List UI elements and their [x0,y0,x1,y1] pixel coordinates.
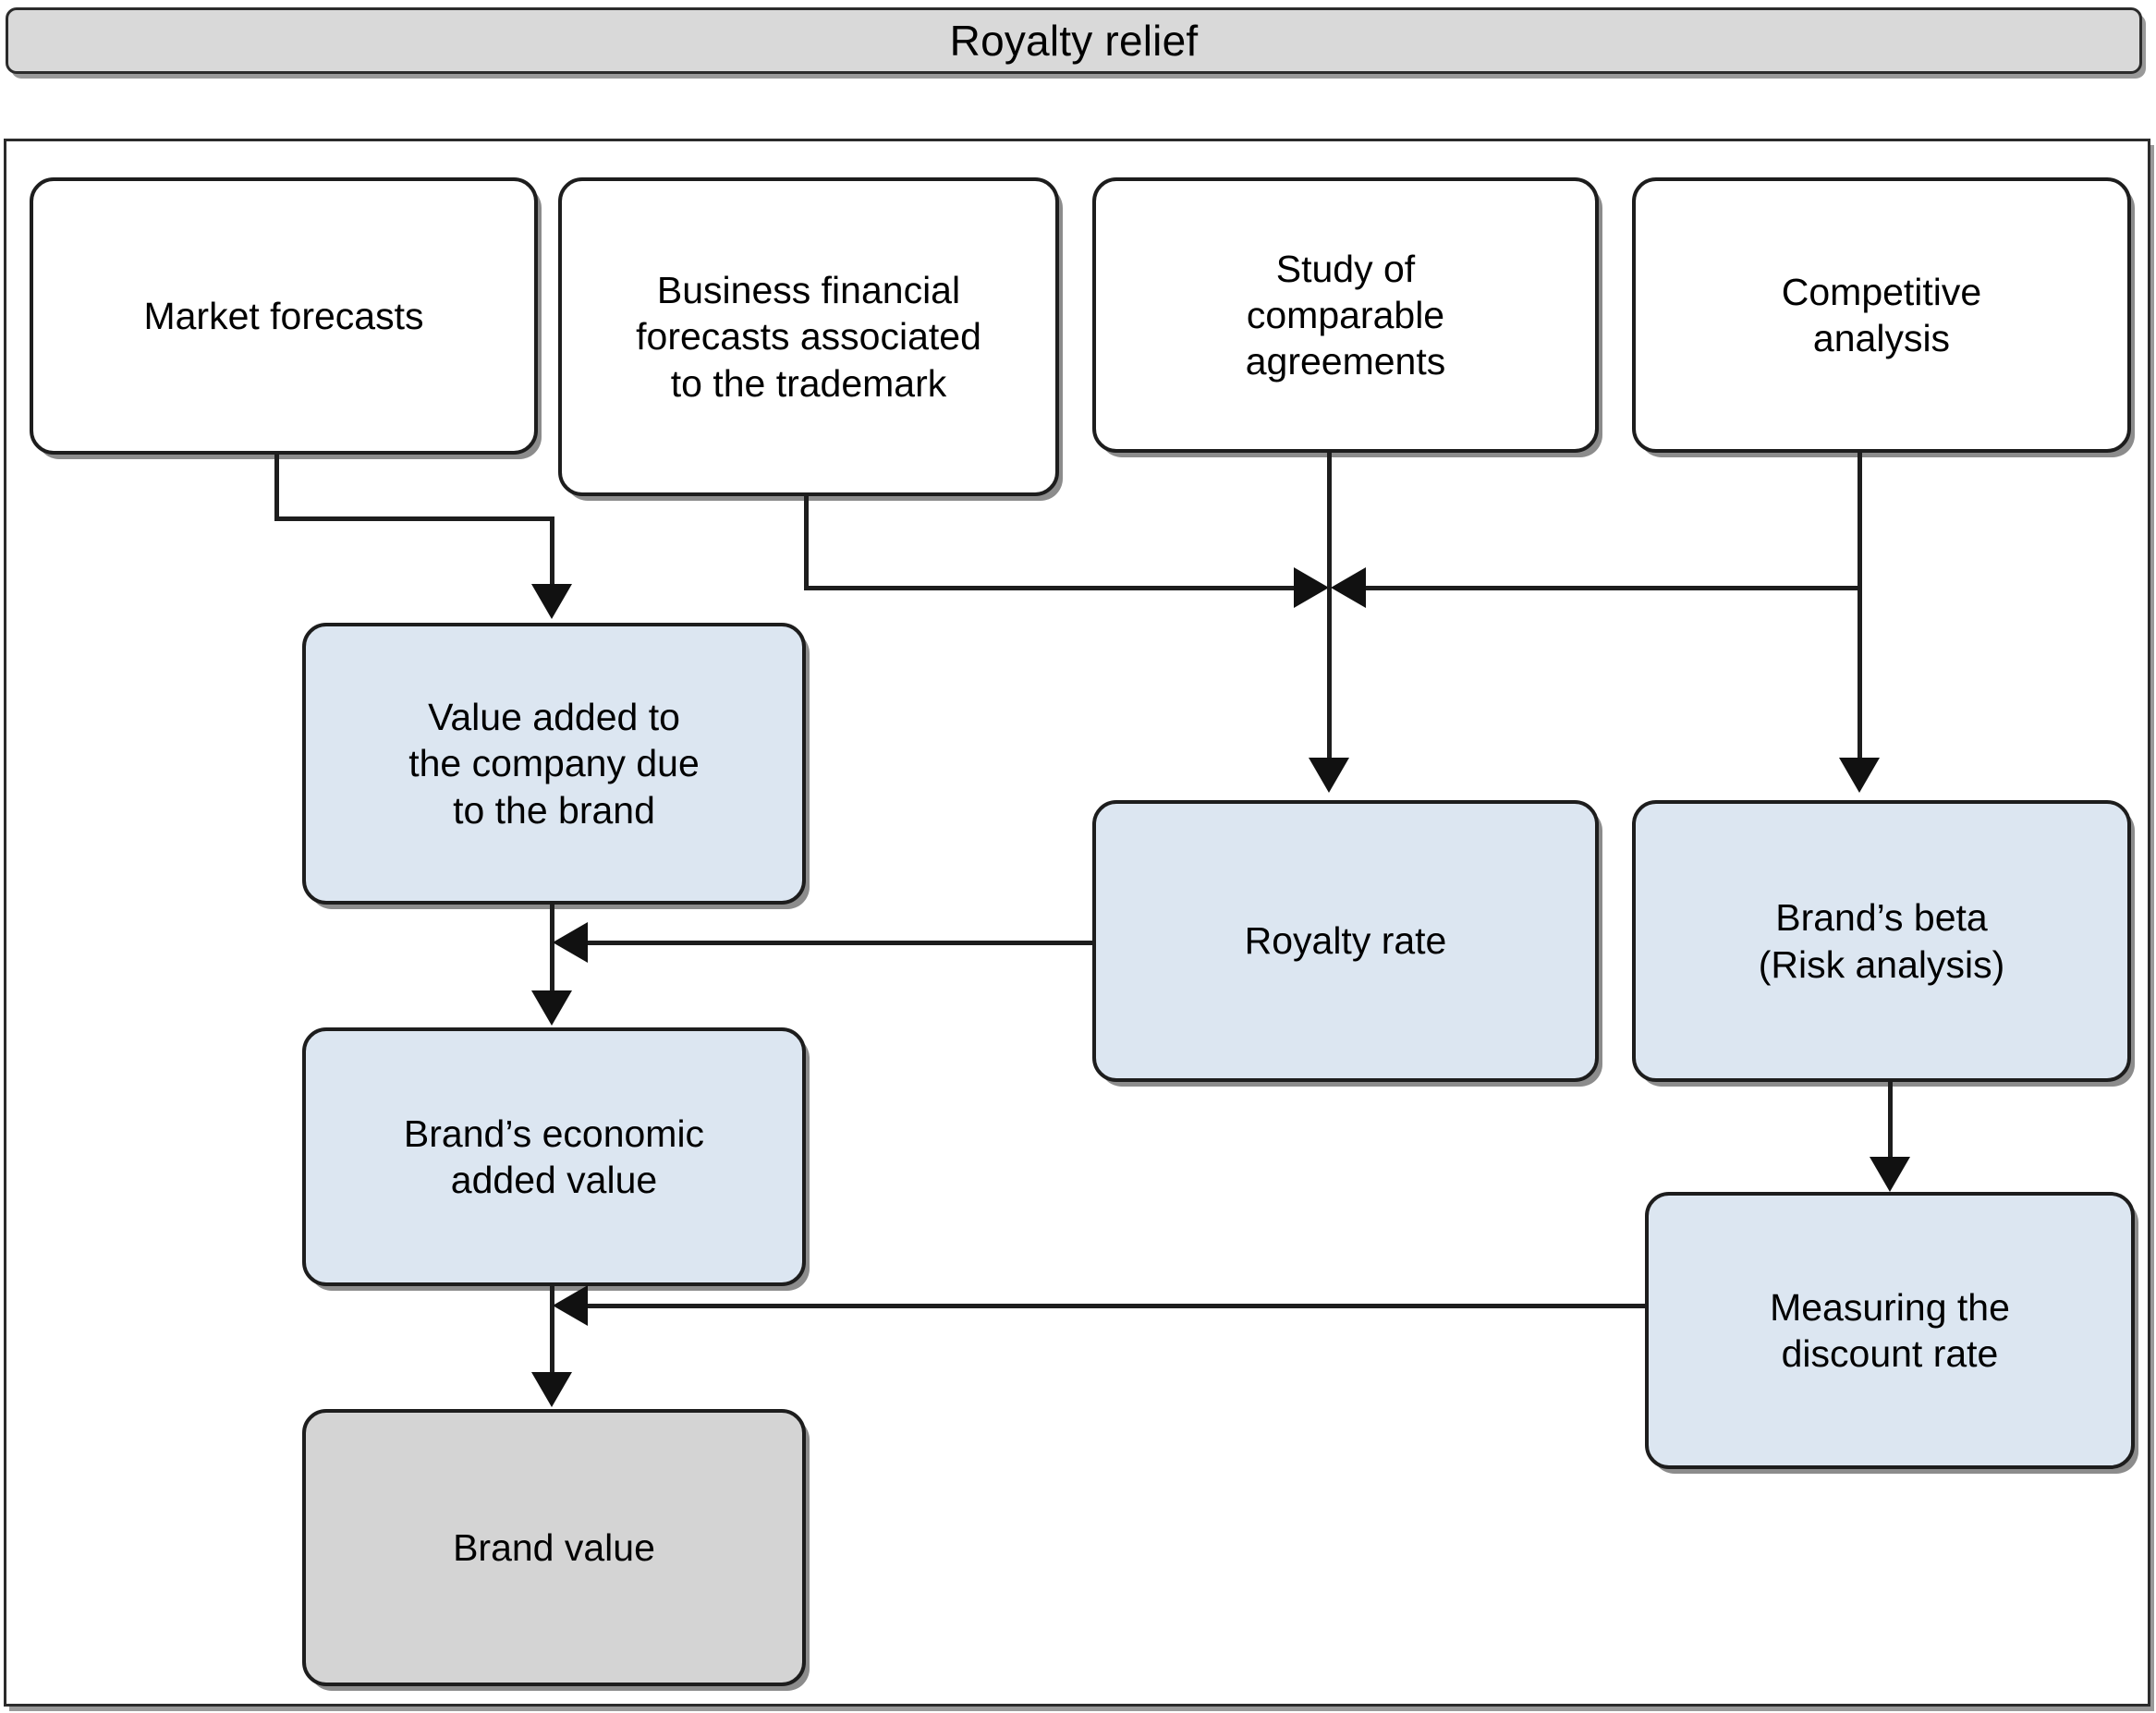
node-label: Brand’s economic added value [403,1112,705,1201]
edge-market-forecasts-horizontal [274,516,554,521]
edge-arrowhead-into-royalty-rate [1309,758,1349,793]
edge-value-added-to-economic-shaft [550,905,554,995]
node-business-financial-forecasts[interactable]: Business financial forecasts associated … [558,177,1059,496]
node-label: Study of comparable agreements [1245,247,1446,383]
edge-arrowhead-royalty-rate-to-economic [553,922,588,963]
node-study-comparable-agreements[interactable]: Study of comparable agreements [1092,177,1599,453]
node-brand-value[interactable]: Brand value [302,1409,806,1686]
edge-business-financial-to-royalty-rate [804,586,1322,590]
edge-arrowhead-left-into-junction [1331,567,1366,608]
edge-market-forecasts-stub [274,455,279,521]
edge-measuring-to-brand-value [588,1304,1649,1308]
node-brands-beta[interactable]: Brand’s beta (Risk analysis) [1632,800,2131,1082]
edge-arrowhead-into-brands-beta [1839,758,1880,793]
node-label: Brand’s beta (Risk analysis) [1758,896,2005,986]
page-title: Royalty relief [949,17,1199,65]
edge-arrowhead-right-into-junction [1294,567,1329,608]
edge-arrowhead-into-value-added [531,584,572,619]
edge-arrowhead-into-brand-value [531,1372,572,1407]
edge-into-value-added-shaft [550,516,554,596]
edge-competitive-analysis-to-royalty-rate [1366,586,1859,590]
node-label: Market forecasts [143,294,424,337]
diagram-title-banner: Royalty relief [6,7,2142,74]
node-label: Value added to the company due to the br… [408,696,700,832]
node-market-forecasts[interactable]: Market forecasts [30,177,538,455]
node-competitive-analysis[interactable]: Competitive analysis [1632,177,2131,453]
node-label: Competitive analysis [1781,270,1982,359]
edge-arrowhead-measuring-to-left [553,1285,588,1326]
node-label: Measuring the discount rate [1770,1285,2010,1375]
node-label: Brand value [453,1525,655,1569]
edge-business-financial-stub [804,496,809,590]
node-brands-economic-added-value[interactable]: Brand’s economic added value [302,1027,806,1286]
edge-arrowhead-into-measuring-discount-rate [1870,1157,1910,1192]
edge-arrowhead-into-economic-added-value [531,990,572,1026]
node-value-added-to-company[interactable]: Value added to the company due to the br… [302,623,806,905]
node-royalty-rate[interactable]: Royalty rate [1092,800,1599,1082]
edge-study-to-royalty-rate-shaft [1327,453,1332,763]
node-label: Royalty rate [1244,919,1447,963]
edge-competitive-analysis-shaft [1858,453,1862,763]
node-label: Business financial forecasts associated … [636,269,981,405]
edge-brands-beta-to-measuring-shaft [1888,1082,1893,1163]
node-measuring-discount-rate[interactable]: Measuring the discount rate [1645,1192,2135,1469]
edge-economic-added-value-to-brand-value-shaft [550,1286,554,1377]
edge-royalty-rate-to-economic-added-value [588,941,1094,945]
